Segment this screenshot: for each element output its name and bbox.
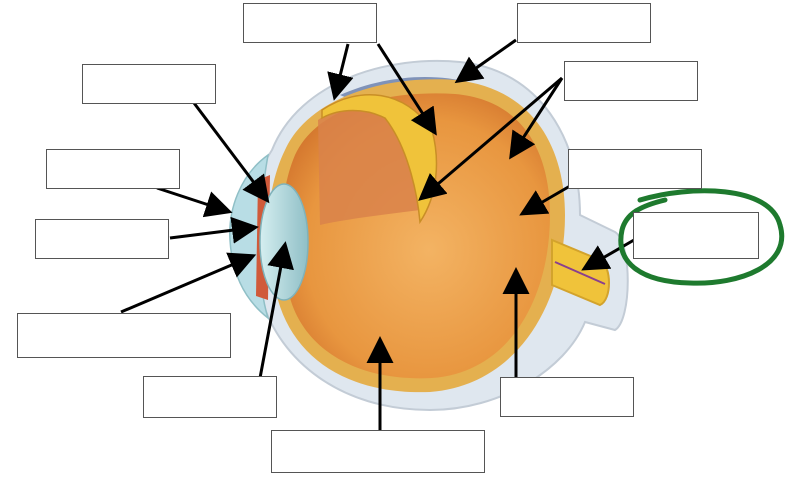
arrow-upper-right-b: [509, 77, 564, 160]
label-box-left-1[interactable]: [46, 149, 180, 189]
arrow-bottom-left: [258, 241, 294, 379]
label-box-top-right[interactable]: [517, 3, 651, 43]
label-box-bottom-left[interactable]: [143, 376, 277, 418]
highlight-circle: [618, 188, 785, 286]
arrow-top-center-a: [327, 43, 354, 101]
optic-nerve-vessel: [554, 261, 606, 285]
arrow-left-3: [120, 252, 257, 314]
label-box-upper-left[interactable]: [82, 64, 216, 104]
arrow-top-center-b: [376, 43, 437, 136]
label-box-bottom-center[interactable]: [271, 430, 485, 473]
arrow-left-2: [169, 216, 259, 244]
arrow-right-1: [519, 184, 571, 216]
label-box-top-center[interactable]: [243, 3, 377, 43]
lens-shape: [259, 183, 309, 301]
label-box-right-1[interactable]: [568, 149, 702, 189]
label-box-left-2[interactable]: [35, 219, 169, 259]
label-box-bottom-right[interactable]: [500, 377, 634, 417]
arrow-upper-left: [192, 102, 270, 204]
arrow-optic-nerve: [581, 238, 635, 271]
retina-flap: [321, 93, 438, 225]
arrow-upper-right-a: [418, 76, 563, 201]
label-box-upper-right[interactable]: [564, 61, 698, 101]
label-box-optic-nerve[interactable]: [633, 212, 759, 259]
arrow-top-right: [454, 38, 517, 84]
arrow-left-1: [156, 186, 233, 218]
label-box-left-3[interactable]: [17, 313, 231, 358]
